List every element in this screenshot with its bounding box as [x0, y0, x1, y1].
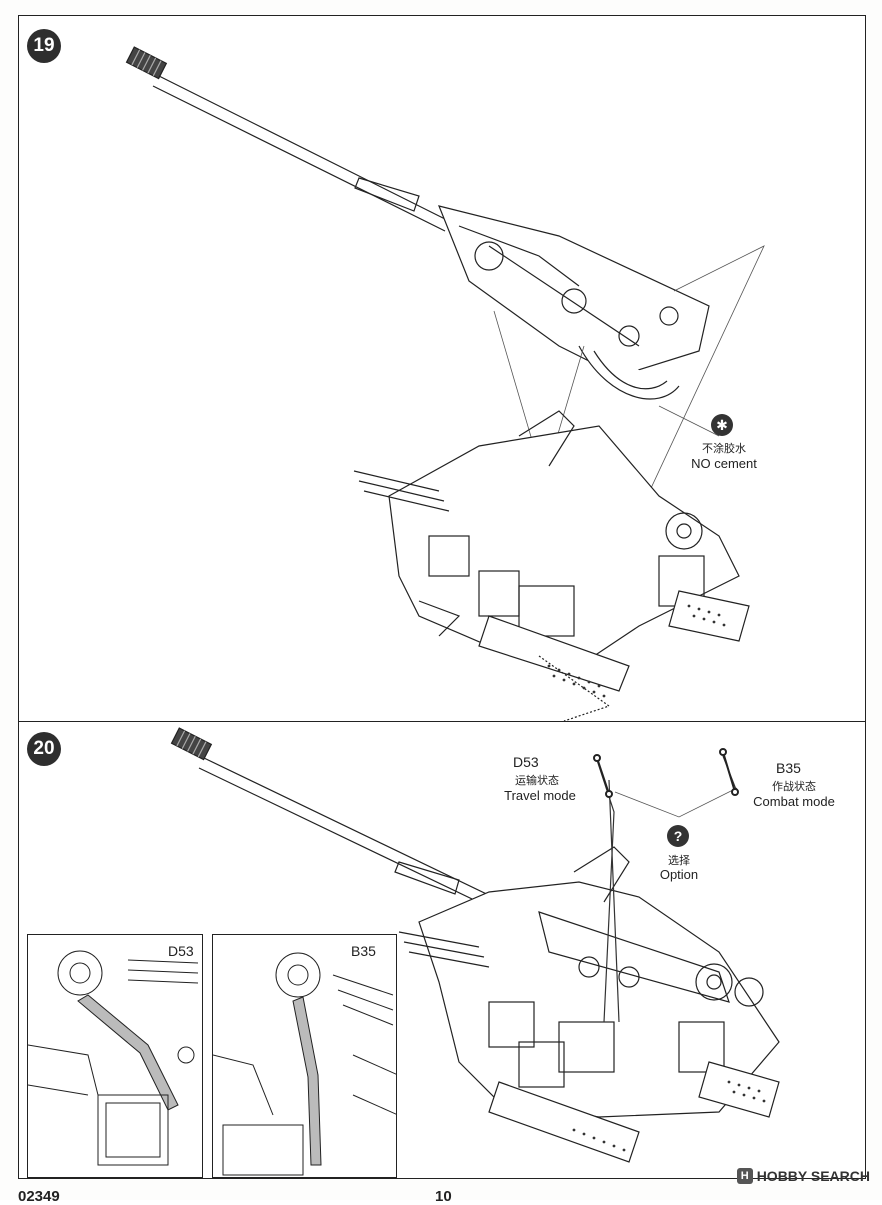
question-mark-icon: ?	[667, 825, 689, 847]
combat-mode-label-cn: 作战状态	[772, 781, 816, 793]
kit-code: 02349	[18, 1188, 60, 1205]
combat-mode-label-en: Combat mode	[753, 794, 835, 809]
page-number: 10	[435, 1188, 452, 1205]
no-glue-icon: ✱	[711, 414, 733, 436]
inset-combat-mode-drawing	[213, 952, 396, 1176]
inset-travel-mode-drawing	[28, 950, 199, 1166]
hobby-search-logo: H	[736, 1168, 753, 1184]
step-19-panel: 19	[18, 15, 866, 722]
step-20-gun-drawing	[170, 727, 780, 1163]
b35-part-label: B35	[776, 760, 801, 776]
step-20-panel: 20	[18, 721, 866, 1179]
inset-b35-label: B35	[351, 943, 376, 959]
inset-d53-label: D53	[168, 943, 194, 959]
no-cement-label-cn: 不涂胶水	[702, 443, 746, 455]
option-label-en: Option	[659, 867, 699, 882]
option-label-cn: 选择	[668, 855, 690, 867]
step-20-number: 20	[27, 732, 61, 766]
step-19-gun-drawing	[125, 46, 765, 721]
watermark-text: HOBBY SEARCH	[756, 1168, 870, 1184]
d53-part-label: D53	[513, 754, 539, 770]
step-19-number: 19	[27, 29, 61, 63]
inset-travel-mode-detail: D53	[27, 934, 203, 1178]
inset-combat-mode-detail: B35	[212, 934, 397, 1178]
travel-mode-label-cn: 运输状态	[515, 775, 559, 787]
no-cement-label-en: NO cement	[691, 456, 757, 471]
muzzle-brake	[125, 46, 168, 80]
travel-mode-label-en: Travel mode	[504, 788, 576, 803]
hobby-search-watermark: H HOBBY SEARCH	[736, 1168, 870, 1184]
